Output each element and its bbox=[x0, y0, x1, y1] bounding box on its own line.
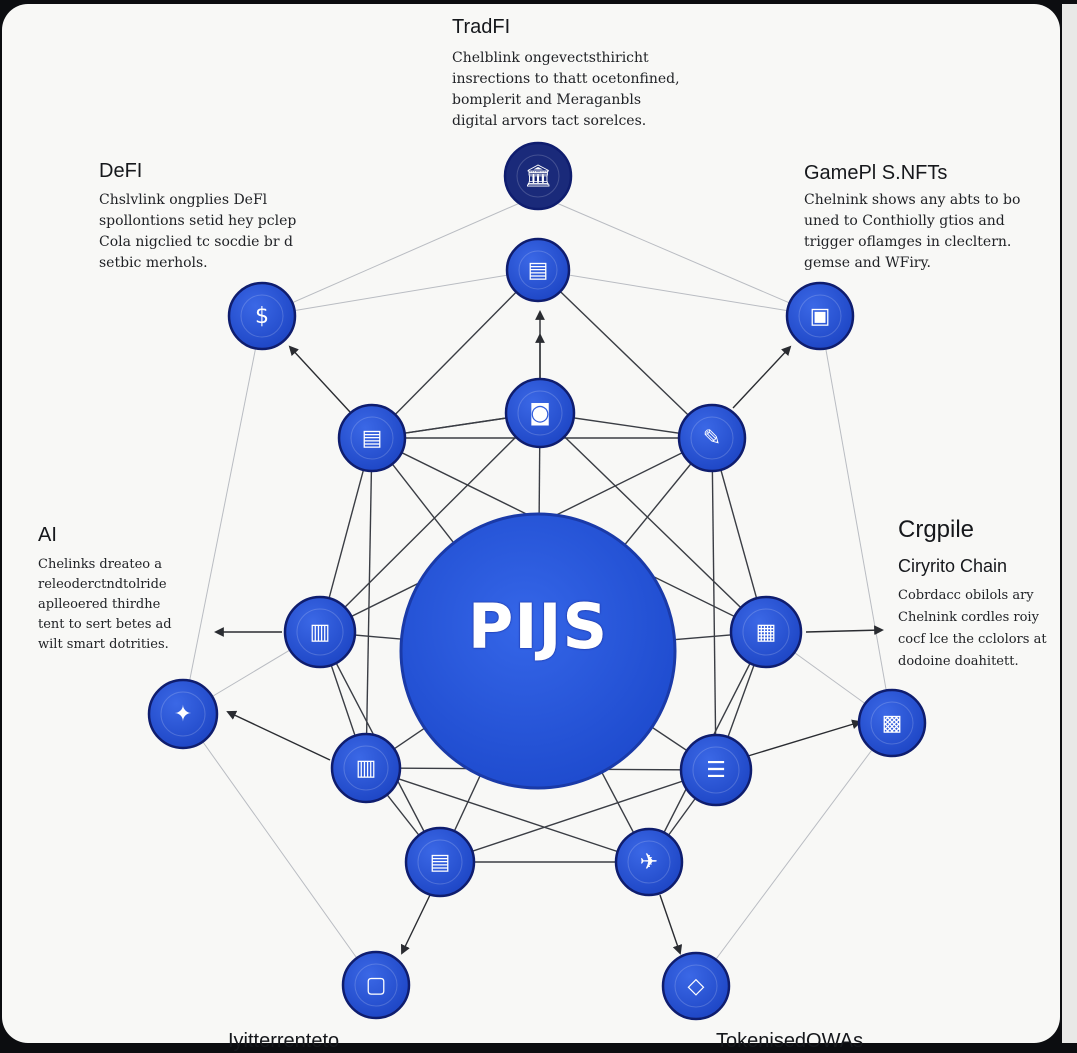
svg-text:◙: ◙ bbox=[529, 401, 550, 426]
tag-icon[interactable]: ◇ bbox=[661, 951, 731, 1021]
crypto-description: Cobrdacc obilols ary Chelnink cordles ro… bbox=[898, 585, 1047, 673]
tradfi-description: Chelblink ongevectsthiricht insrections … bbox=[452, 48, 680, 132]
crypto-line: dodoine doahitett. bbox=[898, 654, 1019, 669]
svg-text:$: $ bbox=[255, 304, 269, 329]
crypto-line: cocf lce the cclolors at bbox=[898, 632, 1047, 647]
server-icon[interactable]: ▥ bbox=[283, 595, 357, 669]
mesh-connector bbox=[439, 769, 717, 863]
gamefi-line: Chelnink shows any abts to bo bbox=[804, 192, 1021, 208]
gamefi-line: gemse and WFiry. bbox=[804, 255, 931, 271]
tradfi-title: TradFI bbox=[452, 16, 511, 38]
mesh-connector bbox=[371, 269, 539, 439]
hub-label: PIJS bbox=[467, 590, 609, 663]
ai-line: aplleoered thirdhe bbox=[38, 597, 161, 612]
defi-line: spollontions setid hey pclep bbox=[99, 213, 297, 229]
ai-line: Chelinks dreateo a bbox=[38, 557, 162, 572]
tradfi-line: bomplerit and Meraganbls bbox=[452, 92, 642, 108]
bottom-left-label: Iyitterrenteto bbox=[228, 1030, 340, 1052]
svg-text:▥: ▥ bbox=[356, 756, 377, 781]
list-icon[interactable]: ☰ bbox=[679, 733, 753, 807]
crypto-line: Cobrdacc obilols ary bbox=[898, 588, 1034, 603]
bank-icon[interactable]: 🏛 bbox=[503, 141, 573, 211]
shield-icon[interactable]: ◙ bbox=[504, 377, 576, 449]
svg-text:◇: ◇ bbox=[688, 974, 705, 999]
svg-text:✎: ✎ bbox=[703, 426, 721, 451]
arrow-connector bbox=[732, 345, 792, 409]
ledger-icon[interactable]: ▤ bbox=[337, 403, 407, 473]
ai-description: Chelinks dreateo a releoderctndtolride a… bbox=[38, 555, 172, 655]
mesh-connector bbox=[319, 412, 541, 633]
svg-text:▩: ▩ bbox=[882, 711, 903, 736]
defi-line: setbic merhols. bbox=[99, 255, 208, 271]
ai-title: AI bbox=[38, 524, 57, 546]
svg-text:▥: ▥ bbox=[310, 620, 331, 645]
robot-icon[interactable]: ✦ bbox=[147, 678, 219, 750]
svg-text:✦: ✦ bbox=[174, 702, 192, 727]
mesh-connector bbox=[537, 269, 713, 439]
arrow-connector bbox=[288, 345, 351, 413]
mesh-connector bbox=[365, 437, 373, 769]
ai-line: tent to sert betes ad bbox=[38, 617, 172, 632]
svg-text:▤: ▤ bbox=[430, 850, 451, 875]
scrollbar[interactable] bbox=[1062, 4, 1077, 1043]
svg-text:🏛: 🏛 bbox=[524, 164, 552, 189]
gamefi-title: GamePl S.NFTs bbox=[804, 162, 948, 184]
crypto-line: Chelnink cordles roiy bbox=[898, 610, 1039, 625]
bottom-right-label: TokenisedOWAs bbox=[716, 1030, 864, 1052]
monitor-icon[interactable]: ▦ bbox=[729, 595, 803, 669]
ai-line: wilt smart dotrities. bbox=[38, 637, 169, 652]
defi-description: Chslvlink ongplies DeFl spollontions set… bbox=[99, 190, 296, 274]
crypto-title: Crgpile bbox=[898, 516, 975, 543]
ai-line: releoderctndtolride bbox=[38, 577, 167, 592]
arrow-connector bbox=[400, 894, 431, 955]
document-icon[interactable]: ▤ bbox=[505, 237, 571, 303]
gamefi-description: Chelnink shows any abts to bo uned to Co… bbox=[804, 190, 1020, 274]
defi-line: Chslvlink ongplies DeFl bbox=[99, 192, 268, 208]
node-group: 🏛 ▤ $ ▣ ▤ ◙ ✎ ▥ ▦ ✦ ▩ ▥ ☰ ▤ ✈ ▢ ◇ bbox=[147, 141, 927, 1021]
gamefi-line: uned to Conthiolly gtios and bbox=[804, 213, 1005, 229]
defi-line: Cola nigclied tc socdie br d bbox=[99, 234, 293, 250]
rocket-icon[interactable]: ✈ bbox=[614, 827, 684, 897]
central-hub[interactable] bbox=[399, 512, 677, 790]
tradfi-line: digital arvors tact sorelces. bbox=[452, 113, 647, 129]
svg-text:☰: ☰ bbox=[706, 758, 726, 783]
svg-text:▦: ▦ bbox=[756, 620, 777, 645]
cart-icon[interactable]: ▤ bbox=[404, 826, 476, 898]
tools-icon[interactable]: ✎ bbox=[677, 403, 747, 473]
tradfi-line: Chelblink ongevectsthiricht bbox=[452, 50, 649, 66]
svg-text:▤: ▤ bbox=[528, 258, 549, 283]
lock-icon[interactable]: ▢ bbox=[341, 950, 411, 1020]
svg-text:▤: ▤ bbox=[362, 426, 383, 451]
chip-icon[interactable]: ▩ bbox=[857, 688, 927, 758]
crypto-subtitle: Ciryrito Chain bbox=[898, 556, 1008, 576]
svg-text:▣: ▣ bbox=[810, 304, 831, 329]
dollar-coin-icon[interactable]: $ bbox=[227, 281, 297, 351]
gamefi-line: trigger oflamges in clecltern. bbox=[804, 234, 1012, 250]
arrow-lines bbox=[214, 310, 884, 955]
svg-text:✈: ✈ bbox=[640, 850, 658, 875]
database-icon[interactable]: ▥ bbox=[330, 732, 402, 804]
mesh-connector bbox=[539, 412, 767, 633]
mesh-connector bbox=[365, 767, 650, 863]
mesh-connector bbox=[711, 437, 717, 771]
svg-text:▢: ▢ bbox=[366, 973, 387, 998]
gamepad-icon[interactable]: ▣ bbox=[785, 281, 855, 351]
defi-title: DeFI bbox=[99, 160, 143, 182]
arrow-connector bbox=[747, 719, 862, 757]
arrow-connector bbox=[659, 894, 683, 955]
tradfi-line: insrections to thatt ocetonfined, bbox=[452, 71, 680, 87]
arrow-connector bbox=[226, 710, 331, 761]
arrow-connector bbox=[805, 625, 884, 636]
